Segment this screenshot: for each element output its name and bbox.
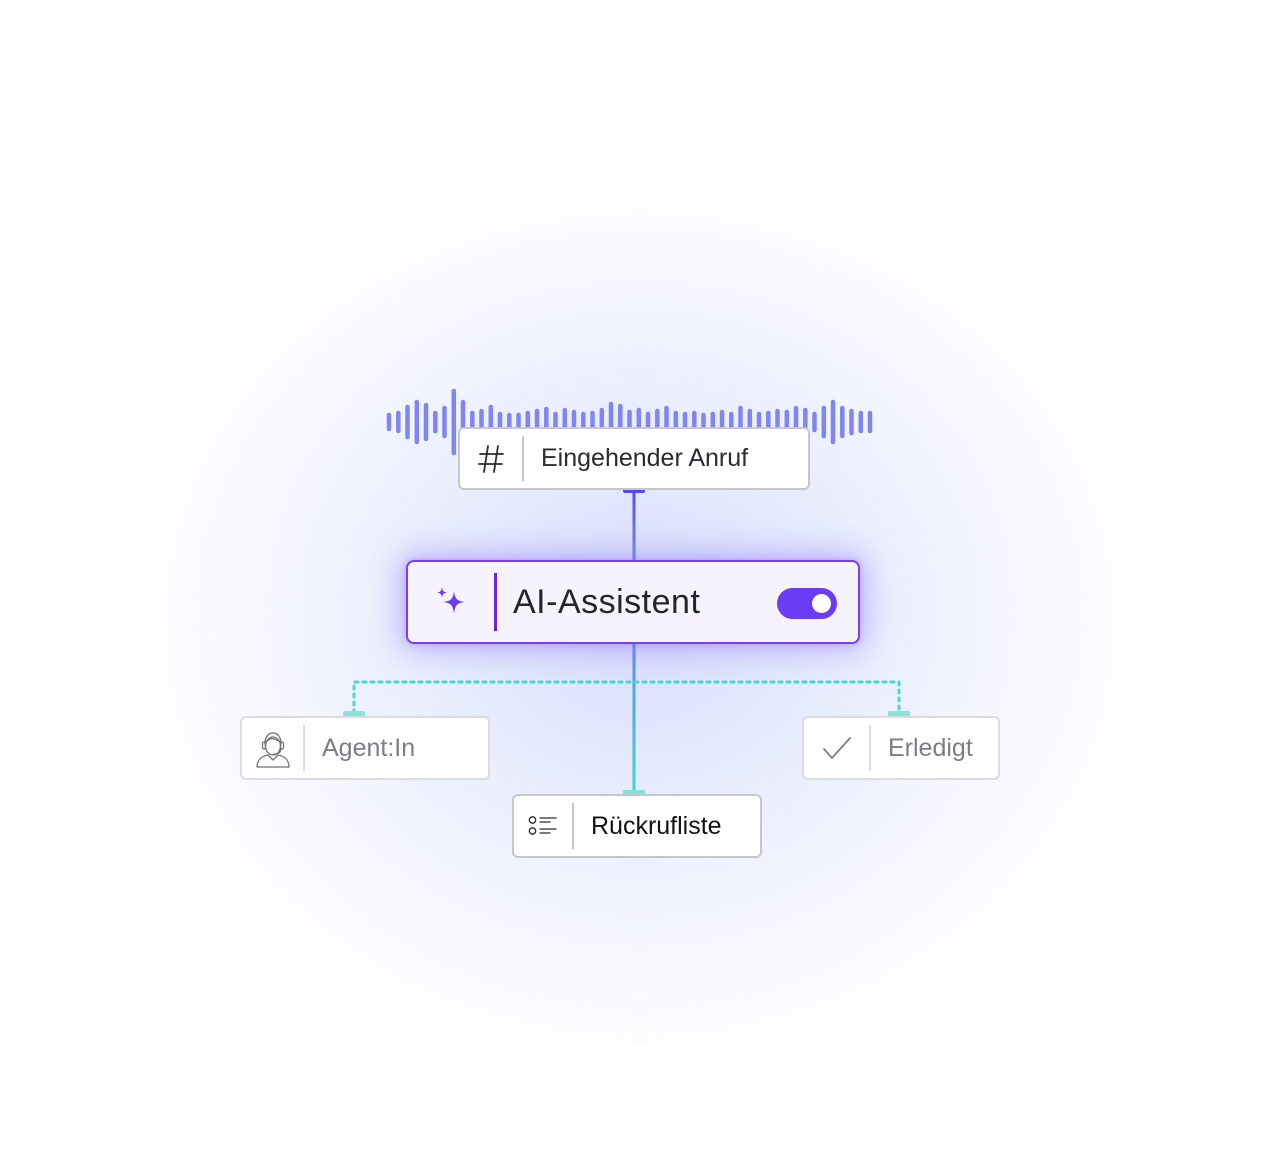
agent-label: Agent:In bbox=[322, 733, 416, 762]
toggle-knob bbox=[812, 594, 831, 613]
callback-list-label: Rückrufliste bbox=[591, 811, 722, 840]
hash-icon bbox=[460, 429, 522, 488]
agent-node[interactable]: Agent:In bbox=[240, 716, 490, 780]
connector-ai-to-agent-done bbox=[352, 680, 901, 715]
divider bbox=[522, 436, 524, 481]
connector-cap-agent bbox=[343, 711, 365, 717]
callback-list-node[interactable]: Rückrufliste bbox=[512, 794, 762, 858]
incoming-call-label: Eingehender Anruf bbox=[541, 444, 749, 472]
ai-assistant-node[interactable]: AI-Assistent bbox=[406, 560, 860, 644]
list-icon bbox=[514, 796, 572, 856]
ai-assistant-label: AI-Assistent bbox=[513, 582, 701, 621]
done-node[interactable]: Erledigt bbox=[802, 716, 1000, 780]
divider bbox=[869, 725, 871, 771]
connector-cap-done bbox=[888, 711, 910, 717]
agent-headset-icon bbox=[242, 718, 303, 778]
ai-assistant-toggle[interactable] bbox=[777, 588, 837, 619]
divider bbox=[572, 803, 574, 849]
done-label: Erledigt bbox=[888, 733, 973, 762]
incoming-call-node[interactable]: Eingehender Anruf bbox=[458, 427, 810, 490]
divider bbox=[494, 573, 497, 631]
sparkle-icon bbox=[408, 562, 494, 642]
divider bbox=[303, 725, 305, 771]
checkmark-icon bbox=[804, 718, 869, 778]
